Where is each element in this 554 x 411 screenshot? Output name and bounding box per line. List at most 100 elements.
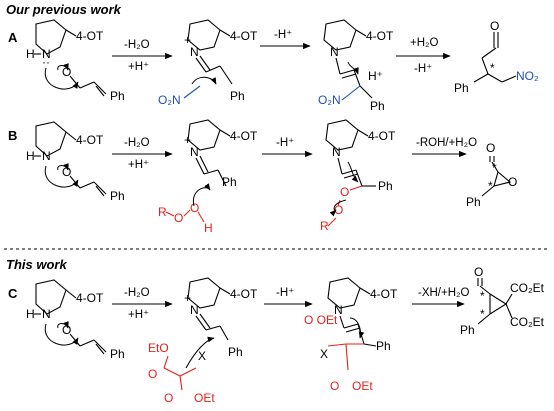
product-a: O * Ph NO₂ xyxy=(454,19,539,95)
stereocenter-mark: * xyxy=(480,307,485,321)
atom-o: O xyxy=(334,203,343,217)
atom-n: N xyxy=(190,45,199,59)
atom-ot: 4-OT xyxy=(230,29,258,43)
atom-o: O xyxy=(490,19,499,33)
catalyst-b: 4-OT N H xyxy=(26,121,104,163)
condition-label: +H⁺ xyxy=(128,61,149,73)
atom-r: R xyxy=(320,219,329,233)
atom-o: O xyxy=(508,175,517,189)
atom-h: H xyxy=(26,307,35,321)
atom-n: N xyxy=(190,303,199,317)
catalyst-a: 4-OT N H ·· xyxy=(26,19,104,69)
epoxide-product-b: O O * * Ph xyxy=(466,141,517,209)
iminium-ion-b: 4-OT N + Ph xyxy=(184,119,258,189)
atom-ot: 4-OT xyxy=(76,29,104,43)
atom-ph: Ph xyxy=(376,339,391,353)
curly-arrow xyxy=(44,67,79,90)
cinnamaldehyde-a: O Ph xyxy=(57,63,125,103)
stereocenter-mark: * xyxy=(492,161,497,175)
curly-arrow xyxy=(44,165,79,188)
atom-h: H xyxy=(26,149,35,163)
condition-label: -H⁺ xyxy=(414,63,432,75)
row-label-b: B xyxy=(8,128,17,143)
stereocenter-mark: * xyxy=(480,289,485,303)
cinnamaldehyde-b: O Ph xyxy=(57,163,125,203)
row-label-a: A xyxy=(8,30,18,45)
atom-ot: 4-OT xyxy=(370,287,398,301)
atom-ph: Ph xyxy=(222,175,237,189)
atom-ph: Ph xyxy=(454,81,469,95)
row-a: A 4-OT N H ·· O Ph -H₂O +H⁺ xyxy=(8,19,539,113)
enamine-intermediate-c: 4-OT N Ph O OEt X O OEt xyxy=(304,277,398,393)
condition-label: -H₂O xyxy=(124,39,150,51)
atom-no2: NO₂ xyxy=(516,69,539,83)
atom-o: O xyxy=(174,211,183,225)
condition-label: -H⁺ xyxy=(276,287,294,299)
atom-co2et: CO₂Et xyxy=(510,281,545,295)
atom-o: O xyxy=(62,165,71,179)
atom-n: N xyxy=(330,45,339,59)
atom-ot: 4-OT xyxy=(230,129,258,143)
atom-ph: Ph xyxy=(460,323,475,337)
row-label-c: C xyxy=(8,286,18,301)
iminium-ion-c: 4-OT N + Ph xyxy=(184,277,258,359)
cyclopropane-product-c: O * * CO₂Et CO₂Et Ph xyxy=(460,265,545,337)
atom-ph: Ph xyxy=(110,89,125,103)
atom-o2n: O₂N xyxy=(318,93,341,107)
atom-o: O xyxy=(474,265,483,279)
condition-label: +H⁺ xyxy=(128,159,149,171)
atom-n: N xyxy=(42,149,51,163)
atom-o2n: O₂N xyxy=(158,93,181,107)
condition-label: -H⁺ xyxy=(276,137,294,149)
atom-o: O xyxy=(62,65,71,79)
atom-oet-line: O OEt xyxy=(304,313,338,327)
atom-x: X xyxy=(198,349,206,363)
stereocenter-mark: * xyxy=(488,179,493,193)
atom-co2et: CO₂Et xyxy=(510,315,545,329)
enamine-intermediate-a: 4-OT N H⁺ Ph O₂N xyxy=(318,19,394,113)
halomalonate: EtO O X O OEt xyxy=(148,336,215,405)
atom-ot: 4-OT xyxy=(368,129,396,143)
condition-label: +H⁺ xyxy=(128,309,149,321)
charge-plus: + xyxy=(184,33,191,47)
condition-label: +H₂O xyxy=(410,37,438,49)
hydroperoxide: R O O H xyxy=(158,183,213,235)
atom-ot: 4-OT xyxy=(230,287,258,301)
row-c: C 4-OT N H O Ph -H₂O +H⁺ 4-OT N + xyxy=(8,265,545,405)
cinnamaldehyde-c: O Ph xyxy=(57,321,125,361)
atom-o: O xyxy=(486,141,495,155)
atom-ph: Ph xyxy=(228,345,243,359)
atom-eto: EtO xyxy=(148,341,169,355)
atom-x: X xyxy=(320,347,328,361)
atom-o: O xyxy=(330,379,339,393)
iminium-ion-a: 4-OT N + Ph xyxy=(184,19,258,103)
atom-ph: Ph xyxy=(378,179,393,193)
atom-o: O xyxy=(62,323,71,337)
atom-n: N xyxy=(42,47,51,61)
catalyst-c: 4-OT N H xyxy=(26,279,104,321)
charge-plus: + xyxy=(184,133,191,147)
atom-ph: Ph xyxy=(370,99,385,113)
atom-h: H xyxy=(204,221,213,235)
atom-o: O xyxy=(148,367,157,381)
atom-ot: 4-OT xyxy=(76,133,104,147)
atom-r: R xyxy=(158,205,167,219)
curly-arrow xyxy=(44,323,79,346)
atom-n: N xyxy=(334,303,343,317)
atom-ph: Ph xyxy=(110,347,125,361)
atom-oet: OEt xyxy=(352,379,373,393)
condition-label: -H₂O xyxy=(124,137,150,149)
enamine-intermediate-b: 4-OT N Ph O O R xyxy=(320,119,396,233)
atom-oet: OEt xyxy=(194,391,215,405)
atom-o: O xyxy=(190,201,199,215)
condition-label: -XH/+H₂O xyxy=(418,287,469,299)
atom-ot: 4-OT xyxy=(76,291,104,305)
heading-previous-work: Our previous work xyxy=(6,2,122,17)
heading-this-work: This work xyxy=(6,257,67,272)
atom-n: N xyxy=(42,307,51,321)
atom-o: O xyxy=(340,185,349,199)
condition-label: -H₂O xyxy=(124,287,150,299)
lone-pair: ·· xyxy=(42,55,50,69)
atom-o: O xyxy=(164,391,173,405)
